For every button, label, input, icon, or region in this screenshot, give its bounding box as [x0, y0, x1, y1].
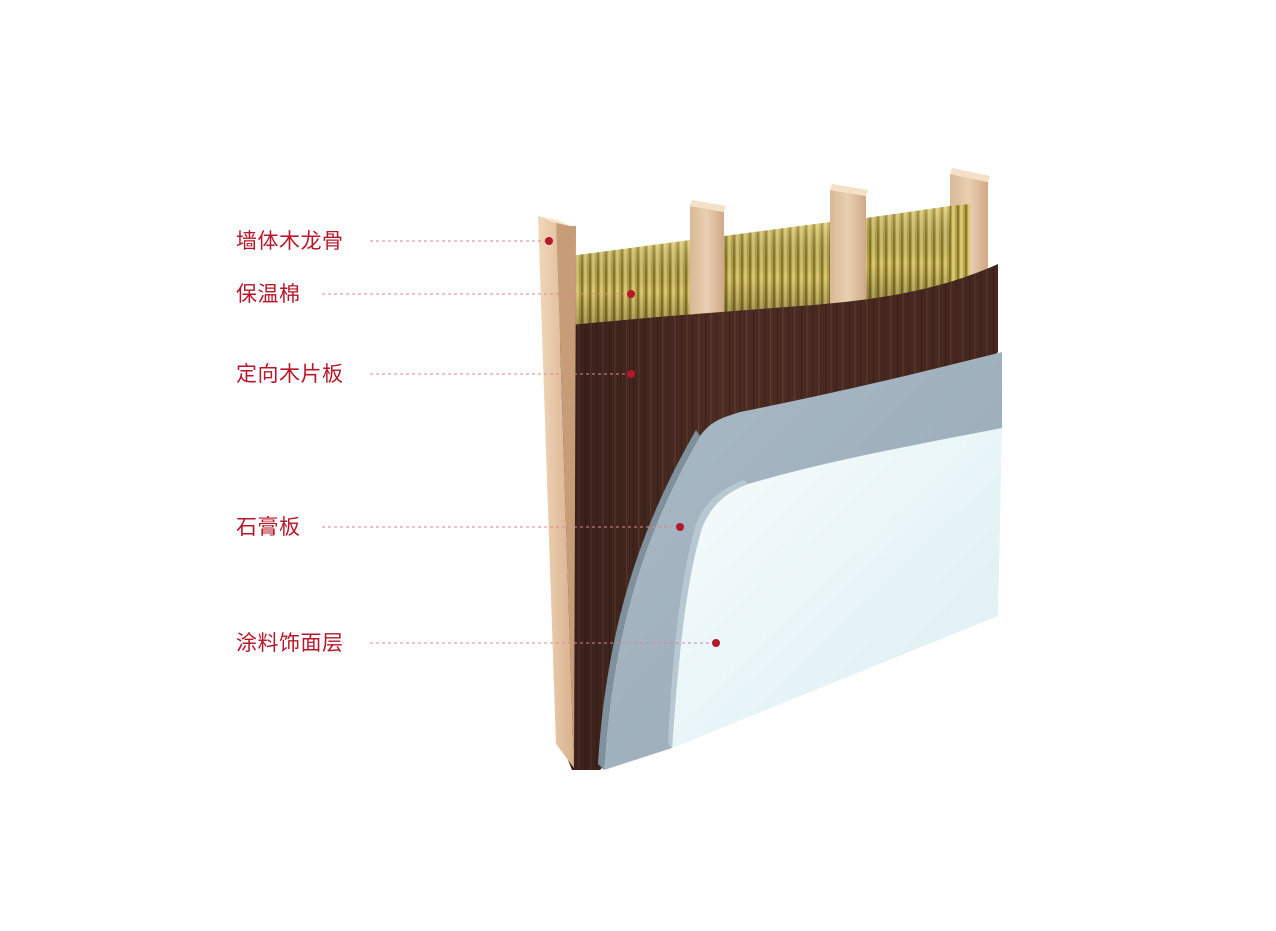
wall-stud-front	[538, 216, 576, 768]
label-wall-stud: 墙体木龙骨	[236, 229, 344, 253]
paint-finish-layer	[668, 428, 1002, 748]
marker-dot-gypsum	[676, 523, 684, 531]
label-gypsum-board: 石膏板	[236, 515, 301, 539]
marker-dot-osb	[627, 370, 635, 378]
insulation-layer	[570, 204, 970, 326]
label-osb-board: 定向木片板	[236, 362, 344, 386]
callout-leaders	[322, 237, 720, 647]
marker-dot-stud	[545, 237, 553, 245]
marker-dot-insulation	[627, 290, 635, 298]
marker-dot-paint	[712, 639, 720, 647]
label-insulation: 保温棉	[236, 282, 301, 306]
label-paint-finish: 涂料饰面层	[236, 631, 344, 655]
